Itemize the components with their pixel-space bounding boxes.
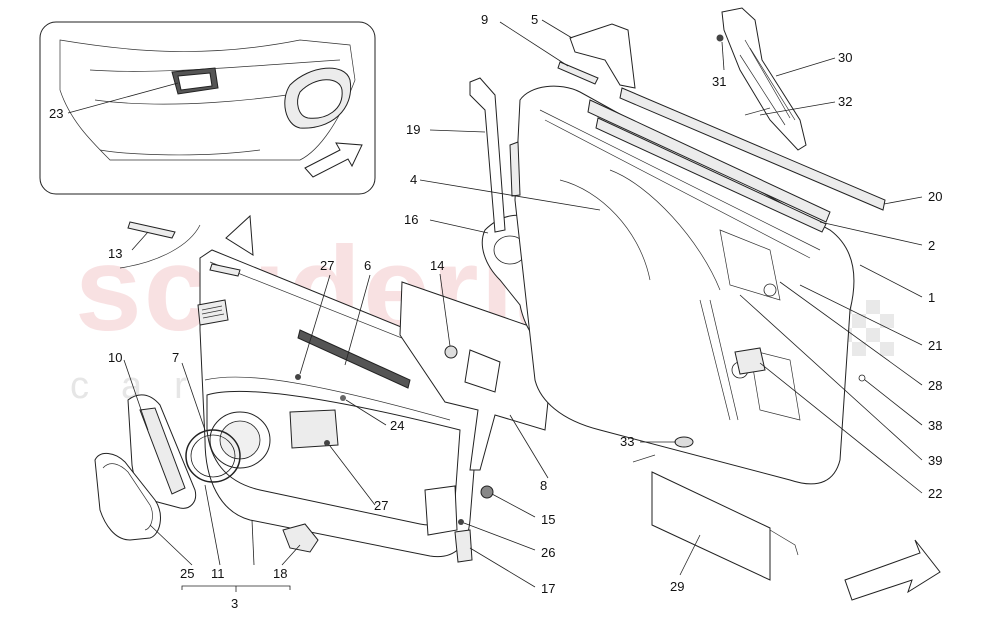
part-14-plug (444, 345, 458, 359)
label-22: 22 (928, 486, 942, 501)
label-20: 20 (928, 189, 942, 204)
label-33: 33 (620, 434, 634, 449)
part-15-clip (480, 485, 494, 499)
label-27b: 27 (374, 498, 388, 513)
label-7: 7 (172, 350, 179, 365)
label-2: 2 (928, 238, 935, 253)
part-8-seal (399, 281, 556, 471)
part-27-screw-a (295, 374, 301, 380)
label-39: 39 (928, 453, 942, 468)
direction-arrow-icon (844, 539, 941, 601)
label-30: 30 (838, 50, 852, 65)
label-26: 26 (541, 545, 555, 560)
part-24-fastener (340, 395, 346, 401)
label-32: 32 (838, 94, 852, 109)
label-13: 13 (108, 246, 122, 261)
part-30-frame (721, 7, 807, 151)
label-23: 23 (49, 106, 63, 121)
label-14: 14 (430, 258, 444, 273)
part-31-screw (716, 34, 724, 42)
label-11: 11 (211, 566, 225, 581)
label-6: 6 (364, 258, 371, 273)
door-trim-panel (197, 249, 482, 558)
label-1: 1 (928, 290, 935, 305)
part-19 (469, 77, 506, 233)
label-15: 15 (541, 512, 555, 527)
part-9 (557, 61, 599, 85)
callout-labels: 9 5 19 4 16 31 30 32 20 2 1 21 28 38 39 … (49, 12, 942, 611)
label-4: 4 (410, 172, 417, 187)
mirror-cover-part (225, 214, 254, 256)
part-10-handle (127, 394, 197, 509)
part-33-plug (674, 436, 694, 448)
label-19: 19 (406, 122, 420, 137)
part-5 (569, 23, 636, 89)
part-26-screw (458, 519, 464, 525)
label-21: 21 (928, 338, 942, 353)
leader-lines (123, 19, 923, 592)
label-38: 38 (928, 418, 942, 433)
label-18: 18 (273, 566, 287, 581)
part-22-bracket (734, 347, 766, 375)
part-27-screw-b (324, 440, 330, 446)
label-16: 16 (404, 212, 418, 227)
label-25: 25 (180, 566, 194, 581)
label-5: 5 (531, 12, 538, 27)
label-9: 9 (481, 12, 488, 27)
part-38-clip (858, 374, 866, 382)
door-frame (514, 85, 855, 485)
part-17-switch (454, 529, 473, 563)
label-31: 31 (712, 74, 726, 89)
label-24: 24 (390, 418, 404, 433)
part-18-clip (282, 523, 319, 553)
label-10: 10 (108, 350, 122, 365)
part-29-sheet (651, 471, 771, 581)
label-3: 3 (231, 596, 238, 611)
label-8: 8 (540, 478, 547, 493)
part-13 (127, 221, 176, 251)
label-28: 28 (928, 378, 942, 393)
direction-arrow-icon (304, 142, 363, 178)
part-20-belt-moulding (619, 87, 886, 211)
detail-inset (39, 21, 376, 195)
speaker-ring (185, 429, 241, 483)
label-17: 17 (541, 581, 555, 596)
label-27a: 27 (320, 258, 334, 273)
label-29: 29 (670, 579, 684, 594)
